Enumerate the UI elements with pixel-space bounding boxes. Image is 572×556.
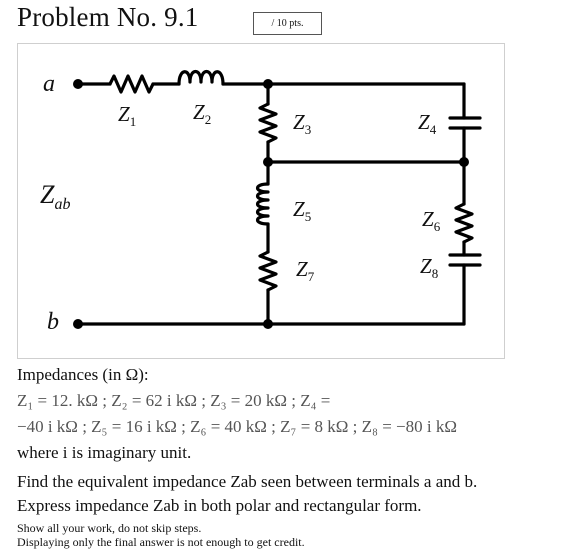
work-note: Show all your work, do not skip steps. xyxy=(17,521,202,535)
z8-label: Z8 xyxy=(420,254,439,282)
node-top xyxy=(263,79,273,89)
z3-label: Z3 xyxy=(293,110,312,138)
circuit-diagram: a b Zab Z1 Z2 Z3 Z4 Z5 Z6 Z7 Z8 xyxy=(17,43,505,359)
credit-note: Displaying only the final answer is not … xyxy=(17,535,305,549)
inductor-z2 xyxy=(177,69,225,86)
terminal-b-label: b xyxy=(47,309,59,335)
resistor-z6 xyxy=(454,202,474,244)
node-mid-right xyxy=(459,157,469,167)
points-box: / 10 pts. xyxy=(253,12,322,35)
task-find-line: Find the equivalent impedance Zab seen b… xyxy=(17,472,478,491)
task-express-line: Express impedance Zab in both polar and … xyxy=(17,496,422,515)
circuit-schematic xyxy=(73,69,482,329)
inductor-z5 xyxy=(255,182,270,226)
resistor-z1 xyxy=(108,74,155,94)
terminal-a-label: a xyxy=(43,71,55,97)
terminal-b-dot xyxy=(73,319,83,329)
resistor-z7 xyxy=(258,250,278,292)
node-mid-left xyxy=(263,157,273,167)
z4-label: Z4 xyxy=(418,110,437,138)
z2-label: Z2 xyxy=(193,100,212,128)
z6-label: Z6 xyxy=(422,207,441,235)
imaginary-unit-note: where i is imaginary unit. xyxy=(17,443,192,462)
z5-label: Z5 xyxy=(293,197,312,225)
terminal-a-dot xyxy=(73,79,83,89)
node-bottom xyxy=(263,319,273,329)
z1-label: Z1 xyxy=(118,102,137,130)
resistor-z3 xyxy=(258,102,278,144)
zab-label: Zab xyxy=(40,180,71,214)
problem-title: Problem No. 9.1 xyxy=(17,2,199,32)
impedance-values-line1: Z₁ = 12. kΩ ; Z₂ = 62 i kΩ ; Z₃ = 20 kΩ … xyxy=(17,391,331,410)
z7-label: Z7 xyxy=(296,257,315,285)
impedances-heading: Impedances (in Ω): xyxy=(17,365,149,384)
impedance-values-line2: −40 i kΩ ; Z₅ = 16 i kΩ ; Z₆ = 40 kΩ ; Z… xyxy=(17,417,457,436)
